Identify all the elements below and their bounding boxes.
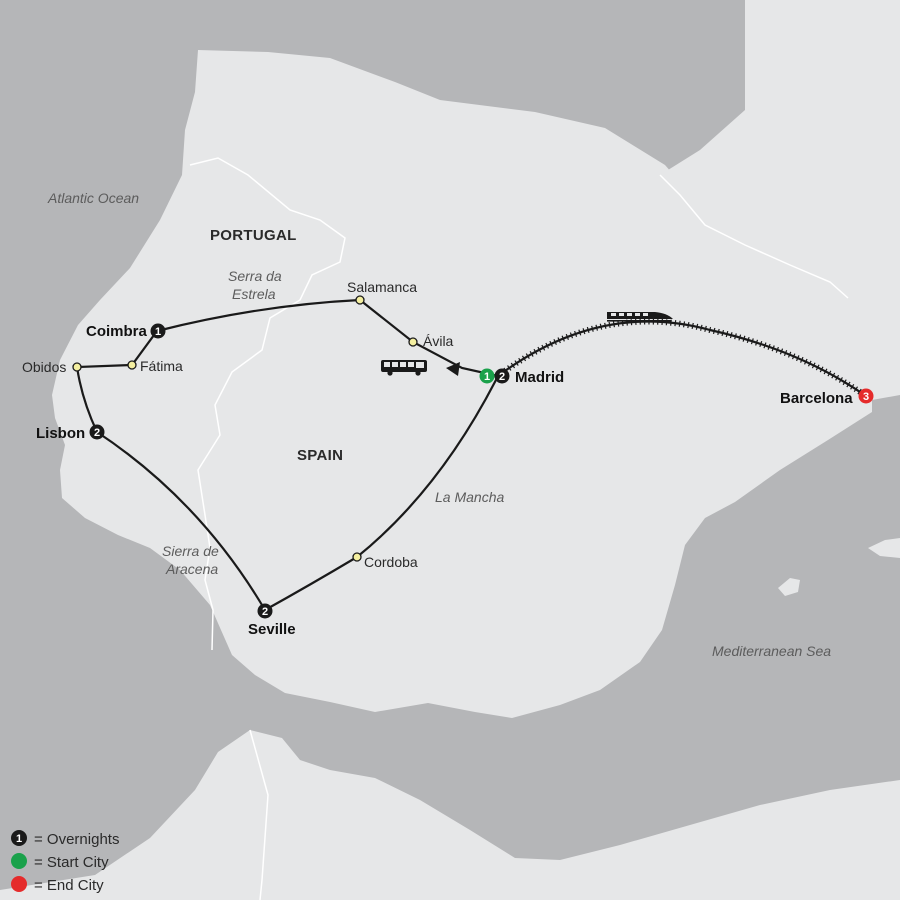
border-spain-france bbox=[659, 174, 849, 299]
legend-end-city: = End City bbox=[11, 876, 104, 894]
legend-start-city-label: = Start City bbox=[34, 854, 109, 871]
lisbon-overnight-count: 2 bbox=[94, 427, 100, 439]
border-africa bbox=[249, 729, 269, 900]
coimbra-overnight-count: 1 bbox=[155, 326, 161, 338]
island bbox=[868, 538, 900, 558]
stop-dot-obidos bbox=[72, 362, 82, 372]
africa-land bbox=[0, 730, 900, 900]
direction-arrow bbox=[446, 362, 460, 376]
train-route-ties bbox=[496, 318, 868, 399]
city-label-cordoba: Cordoba bbox=[364, 554, 418, 570]
legend-end-city-label: = End City bbox=[34, 877, 104, 894]
bus-route bbox=[75, 298, 499, 612]
bus-icon bbox=[381, 360, 427, 376]
city-label-avila: Ávila bbox=[423, 333, 454, 349]
madrid-overnight-count: 2 bbox=[499, 371, 505, 383]
barcelona-overnight-count: 3 bbox=[863, 391, 869, 403]
lisbon-overnight-badge: 2 bbox=[89, 424, 105, 440]
mediterranean-sea-label: Mediterranean Sea bbox=[712, 643, 831, 659]
legend-start-city: = Start City bbox=[11, 853, 109, 871]
madrid-start-badge: 1 bbox=[479, 368, 495, 384]
stop-dot-avila bbox=[408, 337, 418, 347]
border-portugal-spain bbox=[189, 157, 346, 651]
barcelona-end-badge: 3 bbox=[858, 388, 874, 404]
madrid-start-count: 1 bbox=[484, 371, 490, 383]
seville-overnight-count: 2 bbox=[262, 606, 268, 618]
city-label-fatima: Fátima bbox=[140, 358, 183, 374]
legend-overnights: 1 = Overnights bbox=[11, 830, 119, 848]
sierra-aracena-label-line2: Aracena bbox=[165, 561, 218, 577]
madrid-overnight-badge: 2 bbox=[494, 368, 510, 384]
la-mancha-label: La Mancha bbox=[435, 489, 504, 505]
portugal-label: PORTUGAL bbox=[210, 227, 297, 244]
stop-dot-salamanca bbox=[355, 295, 365, 305]
serra-estrela-label-line2: Estrela bbox=[232, 286, 276, 302]
city-label-coimbra: Coimbra bbox=[86, 323, 148, 340]
city-label-madrid: Madrid bbox=[515, 369, 564, 386]
island bbox=[778, 578, 800, 596]
stop-dot-cordoba bbox=[352, 552, 362, 562]
iberia-land bbox=[52, 50, 872, 718]
serra-estrela-label-line1: Serra da bbox=[228, 268, 282, 284]
legend-overnights-number: 1 bbox=[16, 833, 22, 845]
train-icon bbox=[607, 312, 673, 322]
city-label-barcelona: Barcelona bbox=[780, 390, 853, 407]
atlantic-ocean-label: Atlantic Ocean bbox=[47, 190, 139, 206]
sierra-aracena-label-line1: Sierra de bbox=[162, 543, 219, 559]
city-label-salamanca: Salamanca bbox=[347, 279, 417, 295]
legend: 1 = Overnights = Start City = End City bbox=[11, 830, 119, 894]
legend-overnights-label: = Overnights bbox=[34, 831, 119, 848]
city-label-lisbon: Lisbon bbox=[36, 425, 85, 442]
spain-label: SPAIN bbox=[297, 447, 343, 464]
seville-overnight-badge: 2 bbox=[257, 603, 273, 619]
city-label-seville: Seville bbox=[248, 621, 296, 638]
coimbra-overnight-badge: 1 bbox=[150, 323, 166, 339]
stop-dot-fatima bbox=[127, 360, 137, 370]
city-label-obidos: Obidos bbox=[22, 359, 66, 375]
